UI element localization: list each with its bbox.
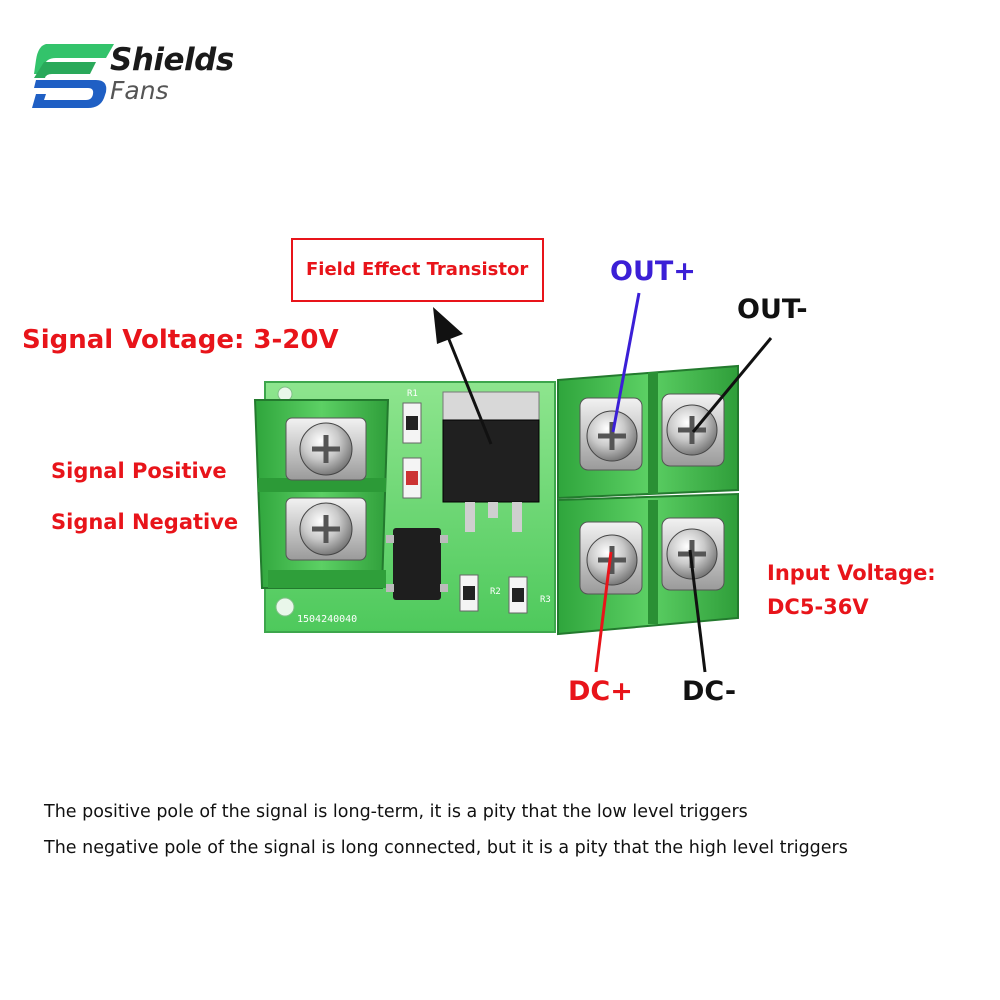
field-effect-transistor — [442, 391, 540, 423]
fet-label: Field Effect Transistor — [306, 259, 529, 280]
out-minus-label: OUT- — [737, 294, 808, 325]
signal-negative-label: Signal Negative — [51, 510, 239, 534]
note-negative-pole: The negative pole of the signal is long … — [44, 838, 848, 858]
brand-logo: Shields Fans — [26, 38, 236, 112]
smd-components: R1 R2 R3 1504240040 — [297, 389, 551, 625]
silkscreen-text: R3 — [540, 595, 551, 605]
silkscreen-text: R1 — [407, 389, 418, 399]
signal-positive-label: Signal Positive — [51, 459, 227, 483]
brand-subname: Fans — [110, 76, 169, 105]
leader-lines — [433, 292, 773, 673]
output-terminal-block — [557, 364, 739, 500]
silkscreen-text: 1504240040 — [297, 614, 357, 625]
input-voltage-label: Input Voltage: — [767, 561, 936, 585]
input-voltage-range: DC5-36V — [767, 595, 869, 619]
fet-label-box — [291, 238, 544, 302]
signal-terminal-block — [253, 399, 390, 589]
silkscreen-text: R2 — [490, 587, 501, 597]
input-terminal-block — [557, 492, 739, 636]
signal-voltage-label: Signal Voltage: 3-20V — [22, 325, 339, 355]
brand-name: Shields — [110, 42, 234, 78]
dc-minus-label: DC- — [682, 676, 737, 707]
fet-arrow-icon — [433, 307, 463, 344]
dc-plus-label: DC+ — [568, 676, 633, 707]
note-positive-pole: The positive pole of the signal is long-… — [44, 802, 748, 822]
out-plus-label: OUT+ — [610, 256, 696, 287]
shields-fans-logo-icon — [32, 44, 114, 108]
